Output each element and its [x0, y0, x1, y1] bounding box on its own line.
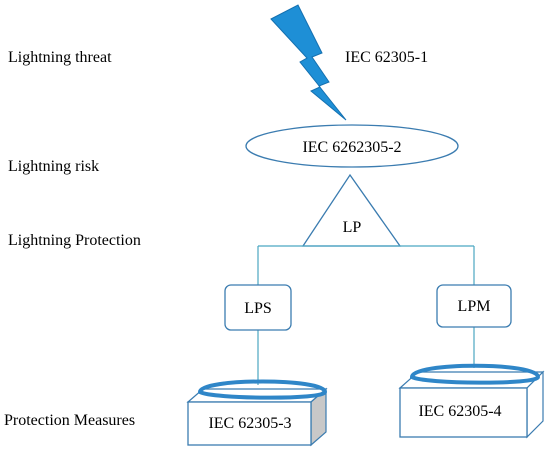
ring-icon: [197, 379, 328, 400]
risk-standard-label: IEC 6262305-2: [302, 139, 401, 156]
measures-left-label: IEC 62305-3: [208, 415, 291, 432]
label-protection-measures: Protection Measures: [4, 412, 135, 429]
ring-icon: [409, 363, 541, 385]
lpm-label: LPM: [458, 298, 491, 315]
risk-ellipse: [245, 124, 459, 168]
lightning-bolt-icon: [270, 4, 347, 121]
threat-standard-label: IEC 62305-1: [345, 49, 428, 66]
connector-lines: [257, 245, 475, 385]
lps-label: LPS: [244, 300, 272, 317]
label-lightning-threat: Lightning threat: [8, 49, 112, 66]
label-lightning-risk: Lightning risk: [8, 158, 99, 175]
measures-right-label: IEC 62305-4: [418, 403, 501, 420]
measures-box-left: IEC 62305-3: [186, 379, 328, 447]
lp-label: LP: [343, 219, 362, 236]
label-lightning-protection: Lightning Protection: [8, 232, 141, 249]
measures-box-right: IEC 62305-4: [398, 363, 545, 439]
lps-box: [224, 284, 292, 331]
lpm-box: [436, 284, 512, 328]
